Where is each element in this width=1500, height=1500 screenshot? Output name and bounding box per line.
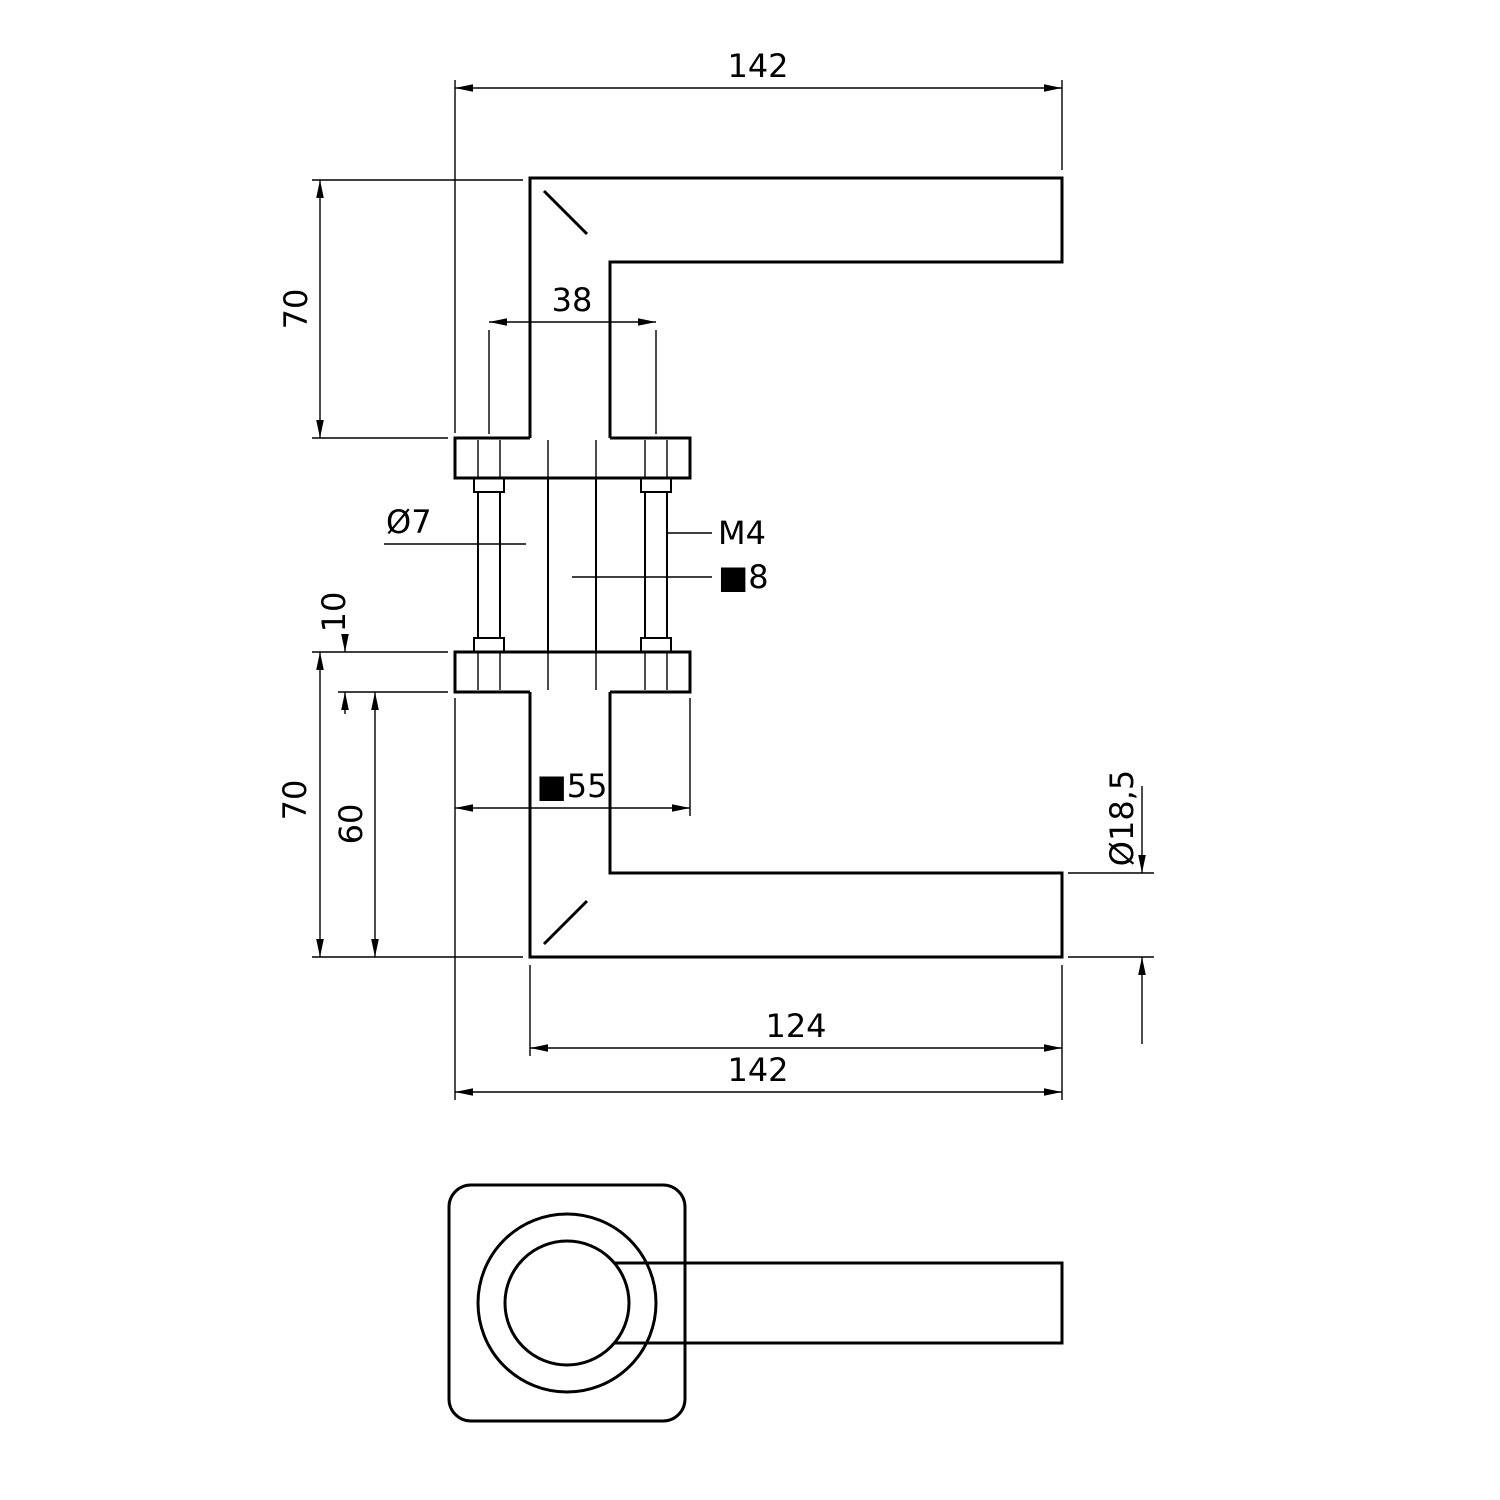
dim-label-124: 124 (765, 1007, 826, 1045)
dim-bottom-projection: 70 (276, 651, 523, 958)
left-screw-rod (477, 491, 501, 639)
callout-hole-diameter: Ø7 (384, 503, 526, 545)
dim-rosette-thickness: 10 (315, 592, 353, 714)
upper-lever-outline (528, 176, 1064, 438)
dim-label-sq55: ■55 (537, 767, 608, 805)
lower-rosette (453, 650, 692, 694)
handle-neck-circle (503, 1239, 631, 1367)
dimensions: 142 70 38 Ø7 (276, 47, 1154, 1100)
dim-top-projection: 70 (277, 179, 523, 439)
dim-grip-length: 124 (529, 965, 1063, 1100)
callout-thread: M4 (667, 514, 766, 552)
front-view-grip (614, 1261, 1064, 1345)
right-screw (640, 477, 672, 653)
dim-label-d7: Ø7 (386, 503, 432, 541)
upper-lever-miter-line (542, 189, 589, 236)
right-screw-head-top (640, 477, 672, 493)
dim-top-total-length: 142 (454, 47, 1063, 433)
dim-label-70-top: 70 (277, 289, 315, 330)
dim-screw-spacing: 38 (488, 281, 657, 434)
lower-lever-miter-line (542, 899, 589, 946)
dim-inner-projection: 60 (332, 692, 379, 957)
dim-label-d18-5: Ø18,5 (1103, 770, 1141, 866)
right-screw-rod (644, 491, 668, 639)
lower-lever-outline (528, 692, 1064, 959)
dim-label-60: 60 (332, 804, 370, 845)
rosette-hole-lines (477, 440, 668, 690)
dim-bottom-total-length: 142 (455, 1051, 1062, 1096)
dim-label-70-bottom: 70 (276, 780, 314, 821)
rosette-collar-outer-circle (476, 1212, 658, 1394)
upper-rosette (453, 436, 692, 480)
dim-label-sq8: ■8 (718, 558, 769, 596)
dim-rosette-size: ■55 (454, 698, 691, 1100)
dim-label-142-top: 142 (727, 47, 788, 85)
front-view (447, 1183, 1064, 1423)
dim-label-142-bottom: 142 (727, 1051, 788, 1089)
callout-spindle: ■8 (572, 558, 769, 596)
left-screw (473, 477, 505, 653)
dim-tube-diameter: Ø18,5 (1068, 770, 1154, 1044)
spindle (547, 478, 597, 652)
right-screw-head-bottom (640, 637, 672, 653)
dim-label-m4: M4 (718, 514, 766, 552)
left-screw-head-bottom (473, 637, 505, 653)
dim-label-10: 10 (315, 592, 353, 633)
side-view (453, 176, 1064, 959)
left-screw-head-top (473, 477, 505, 493)
square-rosette (447, 1183, 687, 1423)
dim-label-38: 38 (552, 281, 593, 319)
